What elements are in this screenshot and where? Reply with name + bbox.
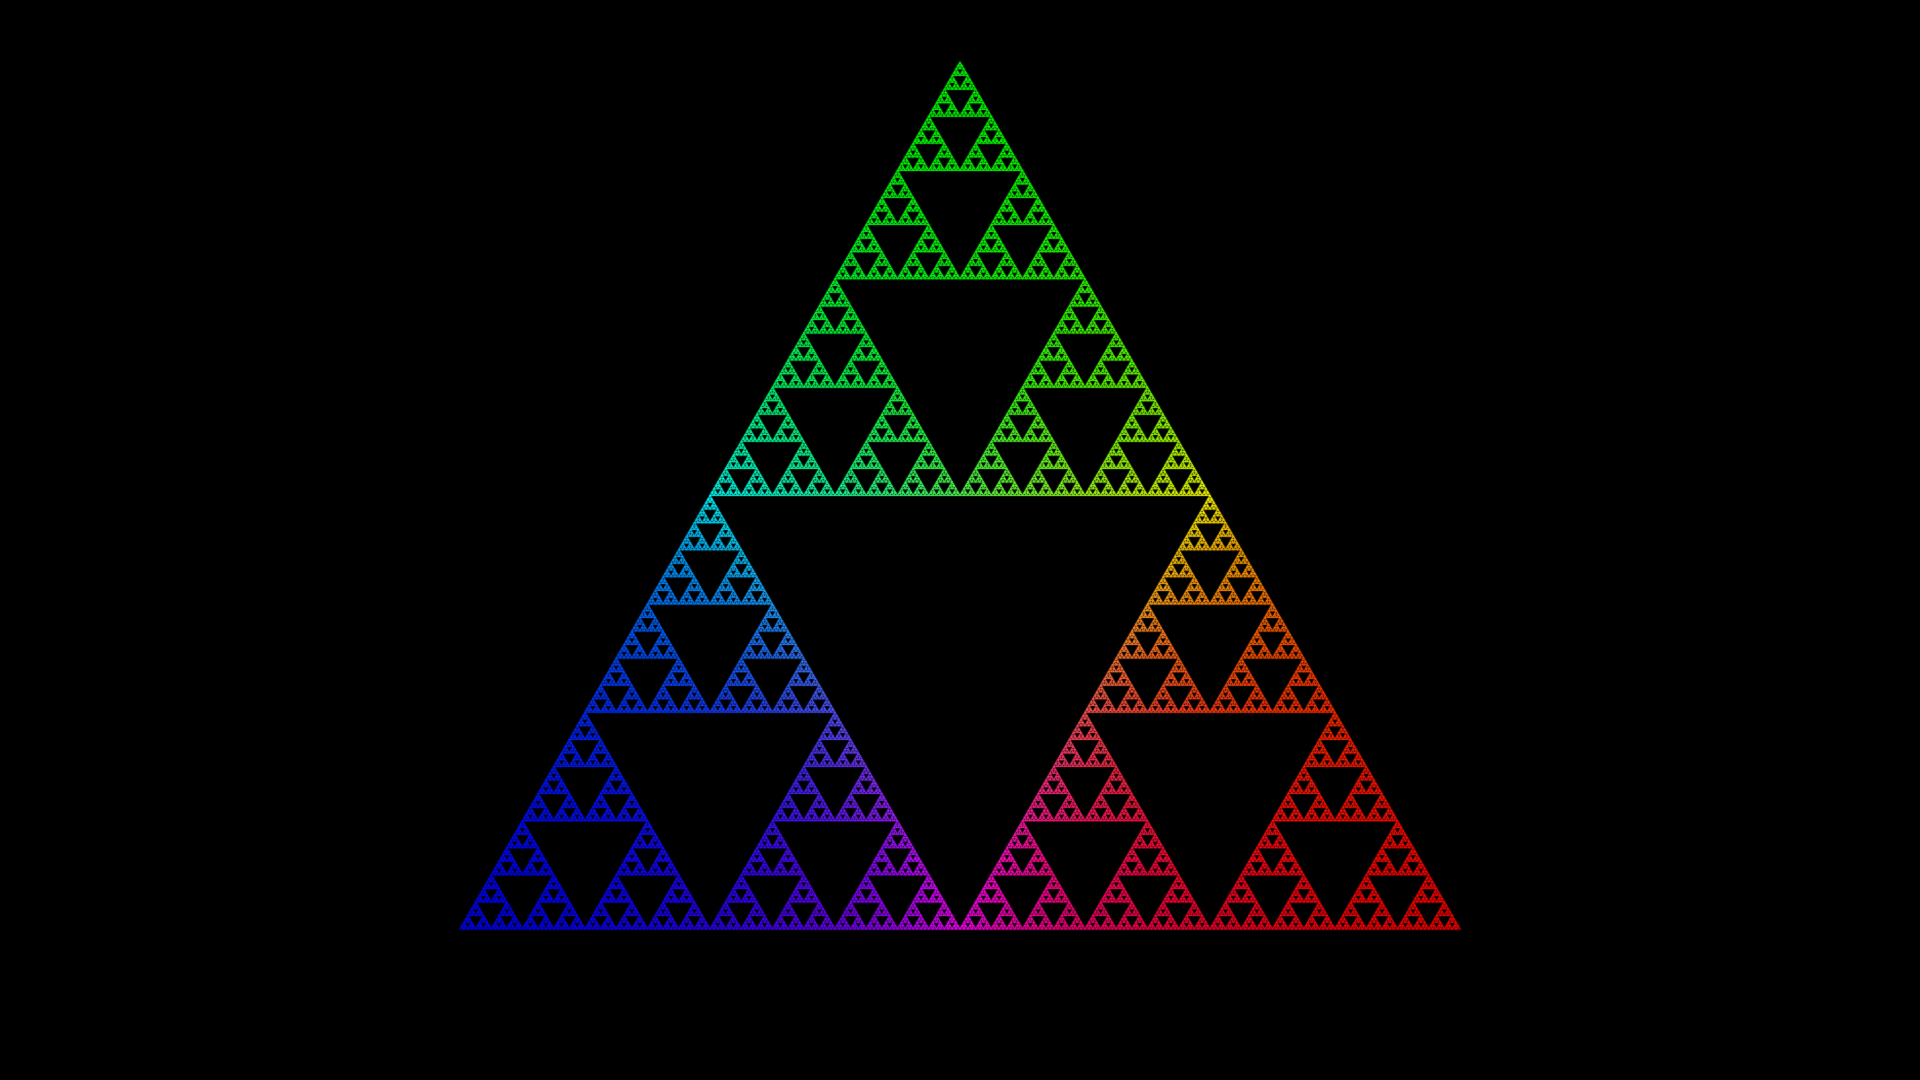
fractal-stage [0, 0, 1920, 1080]
sierpinski-triangle [0, 0, 1920, 1080]
